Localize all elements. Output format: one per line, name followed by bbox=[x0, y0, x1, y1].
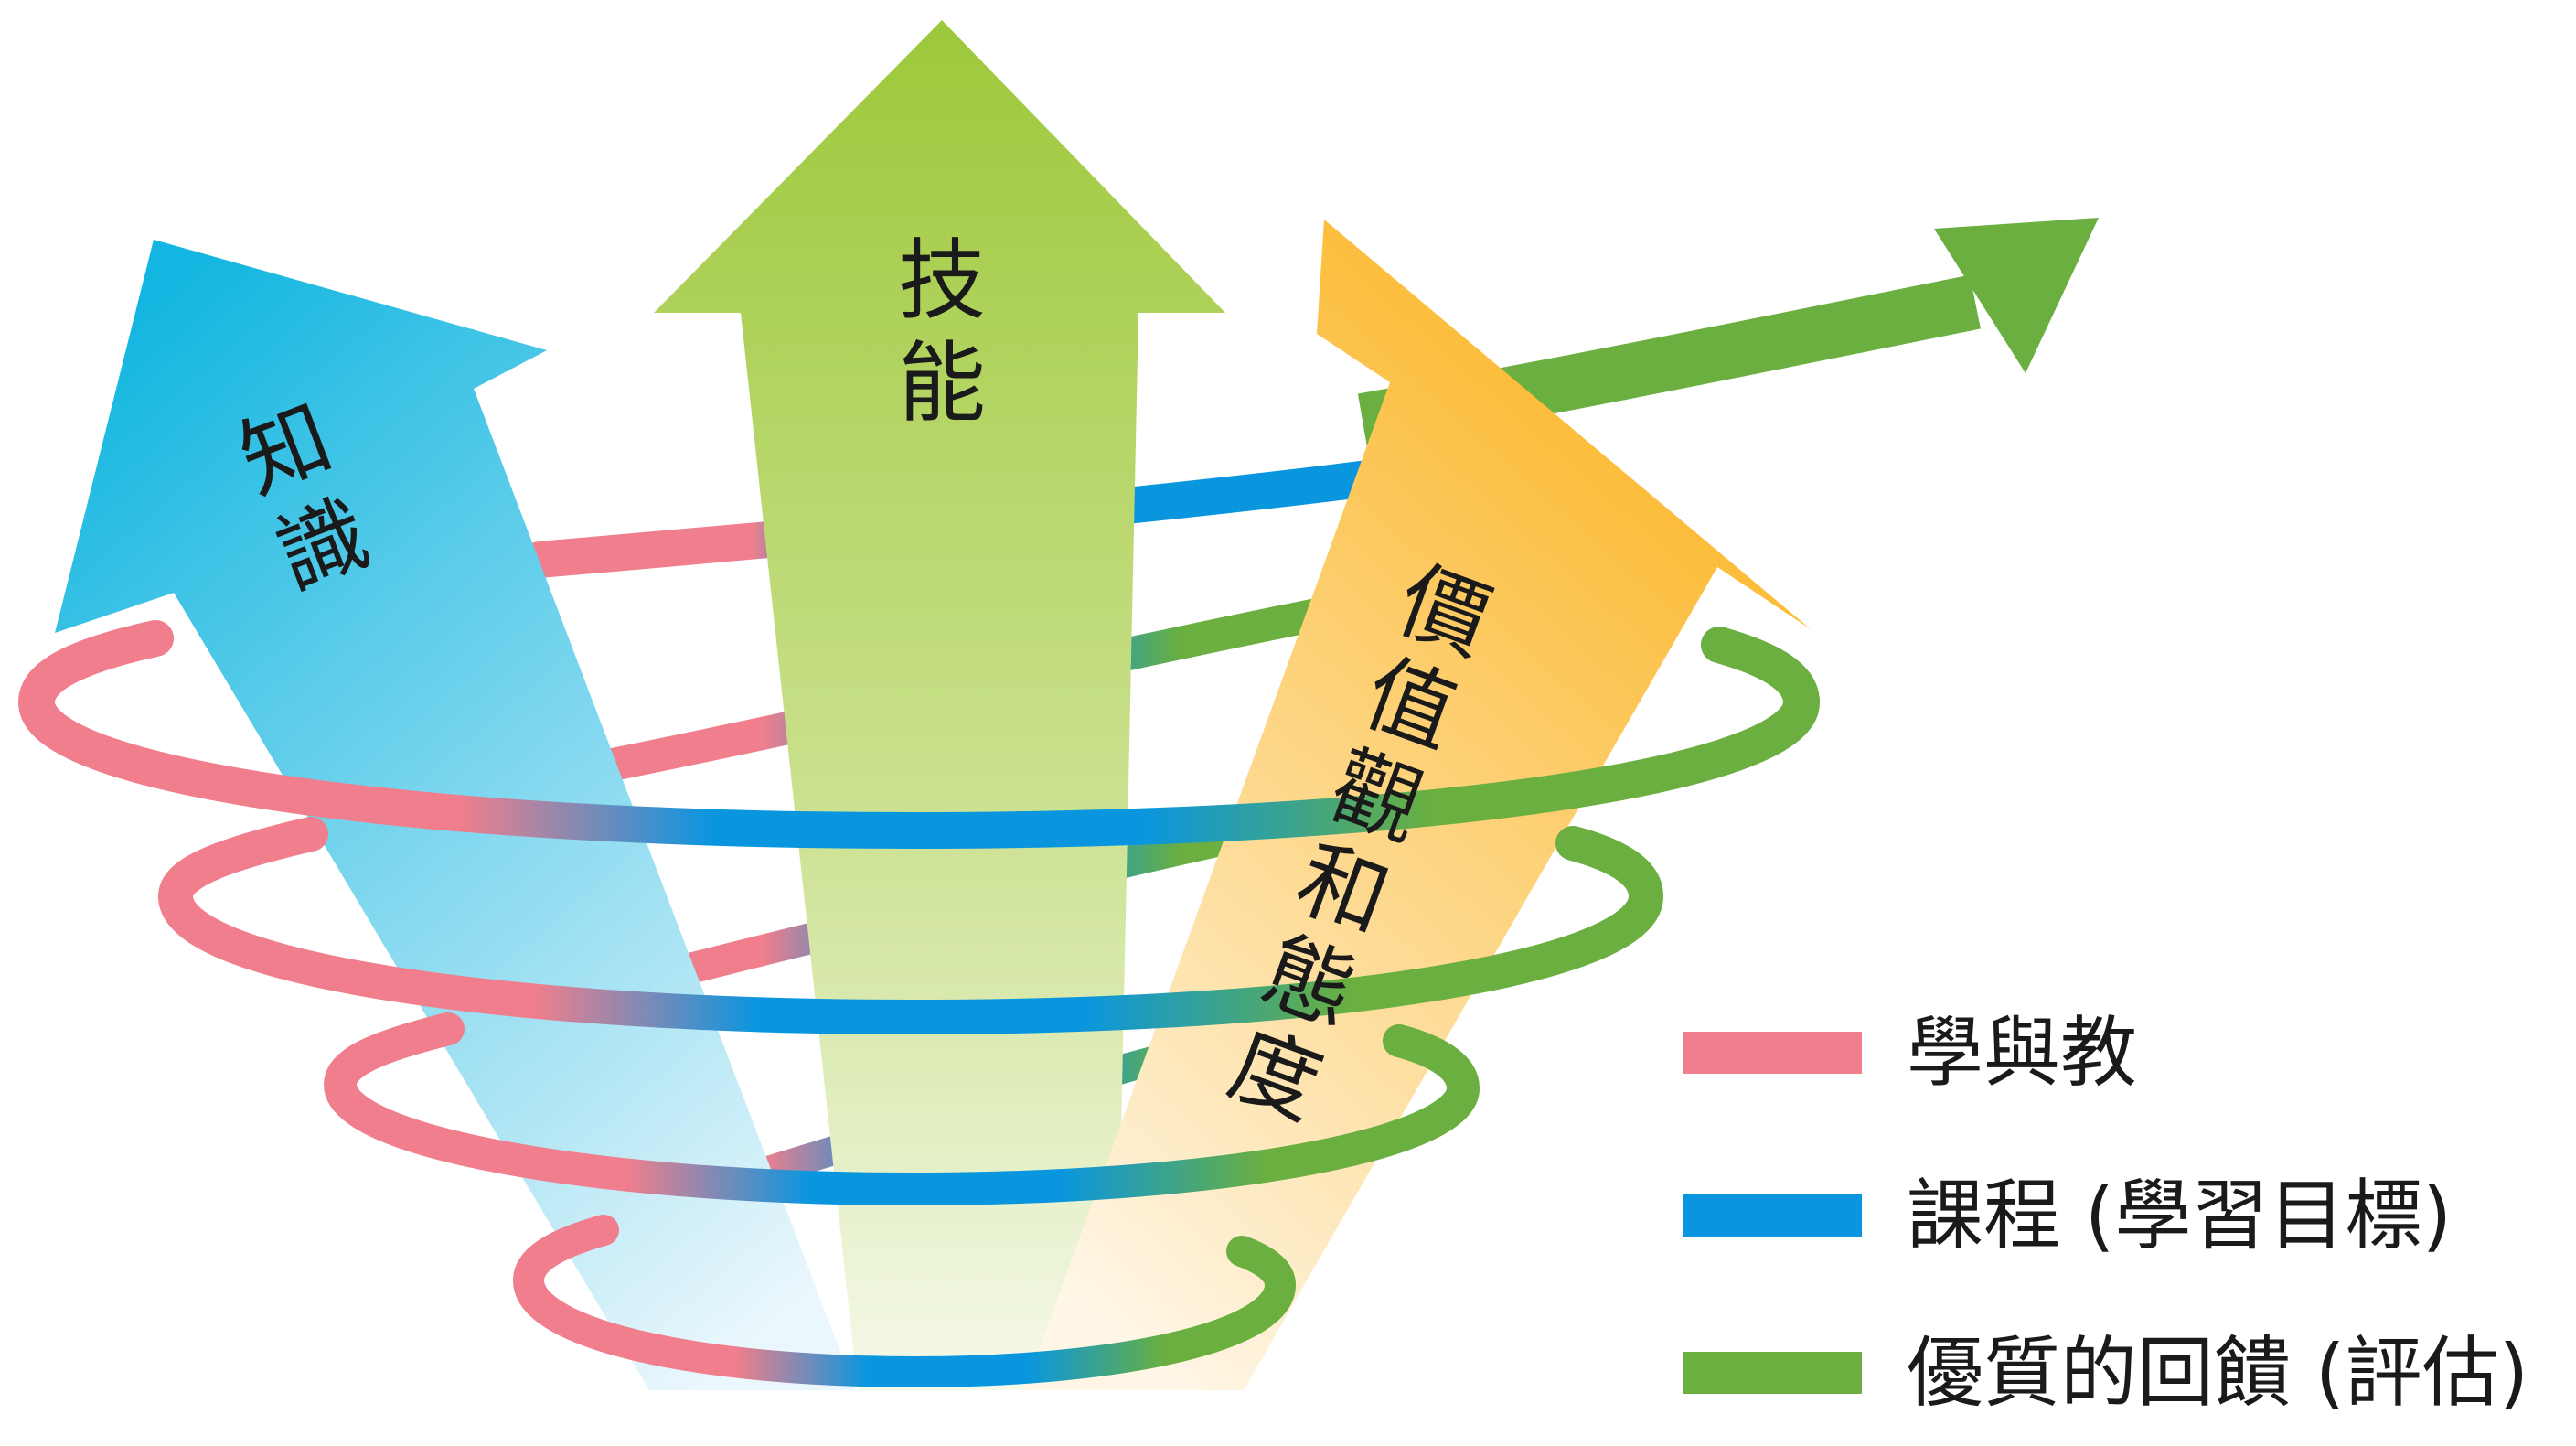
svg-text:價值觀和態度: 價值觀和態度 bbox=[1216, 548, 1506, 1140]
legend: 學與教 課程 (學習目標) 優質的回饋 (評估) bbox=[1683, 1008, 2528, 1418]
spiral-loop-1 bbox=[17, 620, 1821, 850]
legend-label-feedback: 優質的回饋 (評估) bbox=[1907, 1328, 2528, 1418]
spiral-loop-3 bbox=[323, 1012, 1480, 1206]
spiral-loop-2 bbox=[157, 817, 1664, 1035]
skills-arrow bbox=[654, 20, 1225, 1390]
legend-swatch-teaching bbox=[1683, 1032, 1862, 1074]
spiral-front-loops bbox=[17, 620, 1821, 1388]
spiral-loop-4 bbox=[512, 1215, 1297, 1388]
legend-label-teaching: 學與教 bbox=[1907, 1008, 2137, 1098]
skills-label: 技能 bbox=[898, 230, 995, 434]
legend-swatch-feedback bbox=[1683, 1352, 1862, 1394]
legend-label-curriculum: 課程 (學習目標) bbox=[1907, 1171, 2452, 1260]
legend-swatch-curriculum bbox=[1683, 1194, 1862, 1237]
values-label: 價值觀和態度 bbox=[1216, 548, 1506, 1140]
